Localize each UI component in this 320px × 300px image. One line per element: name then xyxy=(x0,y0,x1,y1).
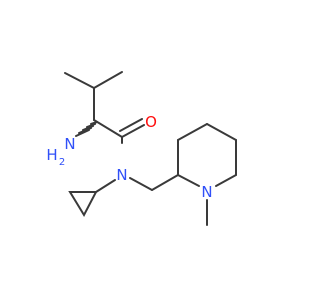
ring-bond-c4-c5 xyxy=(206,123,237,141)
amine-subscript-label: 2 xyxy=(59,157,65,168)
bond-methyl-left xyxy=(64,72,95,89)
stereo-hash-bond xyxy=(75,121,98,137)
bond-methyl-right xyxy=(93,71,123,89)
bond-carbonyl-double-1 xyxy=(121,124,145,138)
bond-alpha-carbonyl xyxy=(93,119,123,138)
ring-n-label: N xyxy=(201,183,212,201)
bond-amide-cyclopropyl xyxy=(95,179,116,193)
molecule-diagram: H 2 N O N N xyxy=(46,71,237,226)
bond-amide-ch2 xyxy=(129,177,153,191)
oxygen-label: O xyxy=(145,113,157,131)
amine-h-label: H xyxy=(46,146,57,164)
ring-bond-c3-c4 xyxy=(177,123,208,141)
ring-bond-n-c2 xyxy=(177,174,200,187)
bond-carbonyl-double-2 xyxy=(119,118,143,132)
bond-ch2-ring xyxy=(151,174,179,191)
cyclopropyl-ring xyxy=(68,191,98,218)
ring-bond-c6-n xyxy=(215,174,237,187)
amide-n-label: N xyxy=(116,166,127,184)
amine-n-label: N xyxy=(64,135,75,153)
